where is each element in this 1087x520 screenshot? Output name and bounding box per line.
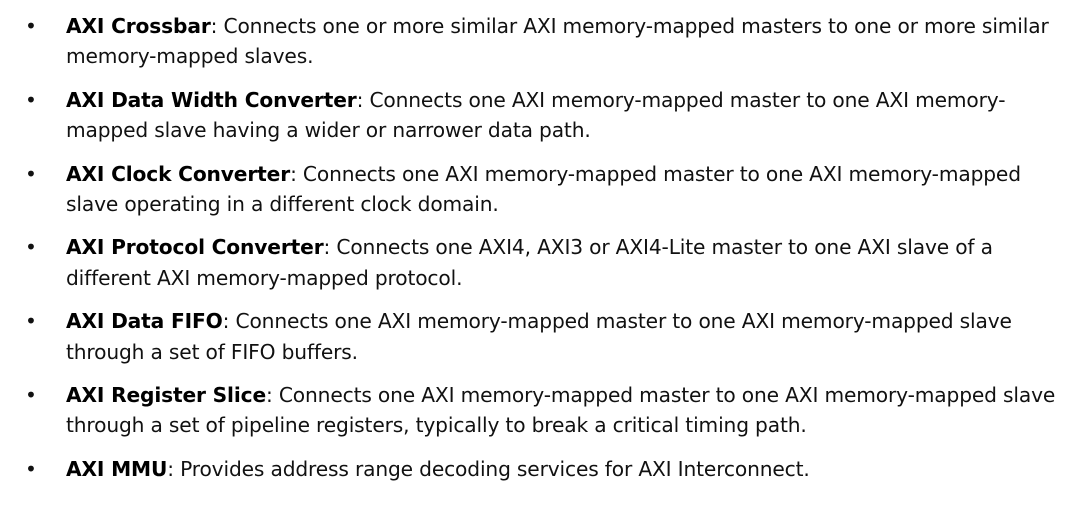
list-item-term: AXI Data Width Converter bbox=[66, 87, 357, 112]
list-item: • AXI MMU: Provides address range decodin… bbox=[0, 454, 1087, 484]
list-item: • AXI Register Slice: Connects one AXI me… bbox=[0, 380, 1087, 441]
list-item-description: Connects one or more similar AXI memory-… bbox=[66, 14, 1049, 69]
list-item-term: AXI Register Slice bbox=[66, 383, 266, 408]
list-item: • AXI Protocol Converter: Connects one AX… bbox=[0, 232, 1087, 293]
list-item-description: Connects one AXI memory-mapped master to… bbox=[66, 383, 1056, 438]
list-item-separator: : bbox=[167, 456, 174, 481]
list-item-description: Connects one AXI4, AXI3 or AXI4-Lite mas… bbox=[66, 235, 993, 290]
bullet-icon: • bbox=[25, 309, 37, 334]
bullet-icon: • bbox=[25, 161, 37, 186]
bullet-icon: • bbox=[25, 235, 37, 260]
list-item-term: AXI Protocol Converter bbox=[66, 235, 324, 260]
list-item-separator: : bbox=[222, 309, 230, 334]
list-item: • AXI Clock Converter: Connects one AXI m… bbox=[0, 159, 1087, 220]
list-item-separator: : bbox=[210, 14, 218, 38]
list-item-separator: : bbox=[266, 383, 273, 408]
list-item-description: Provides address range decoding services… bbox=[173, 456, 810, 481]
list-item-description: Connects one AXI memory-mapped master to… bbox=[66, 161, 1021, 217]
list-item-separator: : bbox=[323, 235, 331, 260]
list-item-term: AXI Clock Converter bbox=[66, 161, 291, 186]
list-item: • AXI Crossbar: Connects one or more simi… bbox=[0, 11, 1087, 72]
list-item-term: AXI MMU bbox=[66, 456, 168, 481]
list-item-description: Connects one AXI memory-mapped master to… bbox=[66, 309, 1012, 364]
list-item: • AXI Data Width Converter: Connects one … bbox=[0, 85, 1087, 146]
list-item-separator: : bbox=[356, 87, 364, 112]
bullet-icon: • bbox=[25, 383, 37, 408]
list-item-term: AXI Data FIFO bbox=[66, 309, 223, 334]
list-item: • AXI Data FIFO: Connects one AXI memory-… bbox=[0, 306, 1087, 367]
axi-core-bullet-list: • AXI Crossbar: Connects one or more simi… bbox=[0, 11, 1087, 484]
bullet-icon: • bbox=[25, 14, 37, 38]
list-item-term: AXI Crossbar bbox=[66, 14, 211, 38]
list-item-description: Connects one AXI memory-mapped master to… bbox=[66, 87, 1006, 143]
bullet-icon: • bbox=[25, 456, 37, 481]
bullet-icon: • bbox=[25, 87, 37, 112]
list-item-separator: : bbox=[290, 161, 297, 186]
